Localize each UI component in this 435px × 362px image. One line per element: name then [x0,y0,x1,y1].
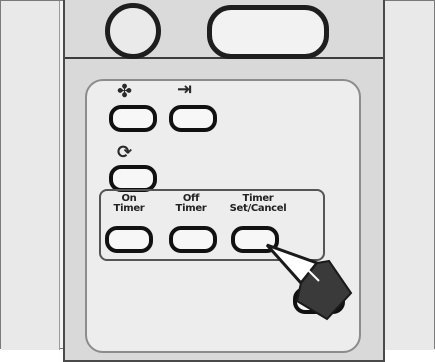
swing-button[interactable] [169,105,217,132]
bottom-button[interactable] [293,287,345,314]
remote-top-section [65,0,383,59]
round-button[interactable] [105,3,161,59]
left-margin [1,1,60,350]
oval-button[interactable] [207,5,329,59]
off-timer-label: Off Timer [171,194,211,214]
on-timer-button[interactable] [105,226,153,253]
fan-speed-icon: ✤ [117,83,132,101]
mode-button[interactable] [109,165,157,192]
timer-set-cancel-button[interactable] [231,226,279,253]
on-timer-label: On Timer [109,194,149,214]
fan-speed-button[interactable] [109,105,157,132]
swing-icon: ⇥ [177,81,192,99]
timer-set-cancel-label: Timer Set/Cancel [225,194,291,214]
off-timer-button[interactable] [169,226,217,253]
screen-frame: ✤ ⇥ ⟳ On Timer Off Timer Timer Set/Cance… [0,0,435,349]
mode-icon: ⟳ [117,144,132,162]
